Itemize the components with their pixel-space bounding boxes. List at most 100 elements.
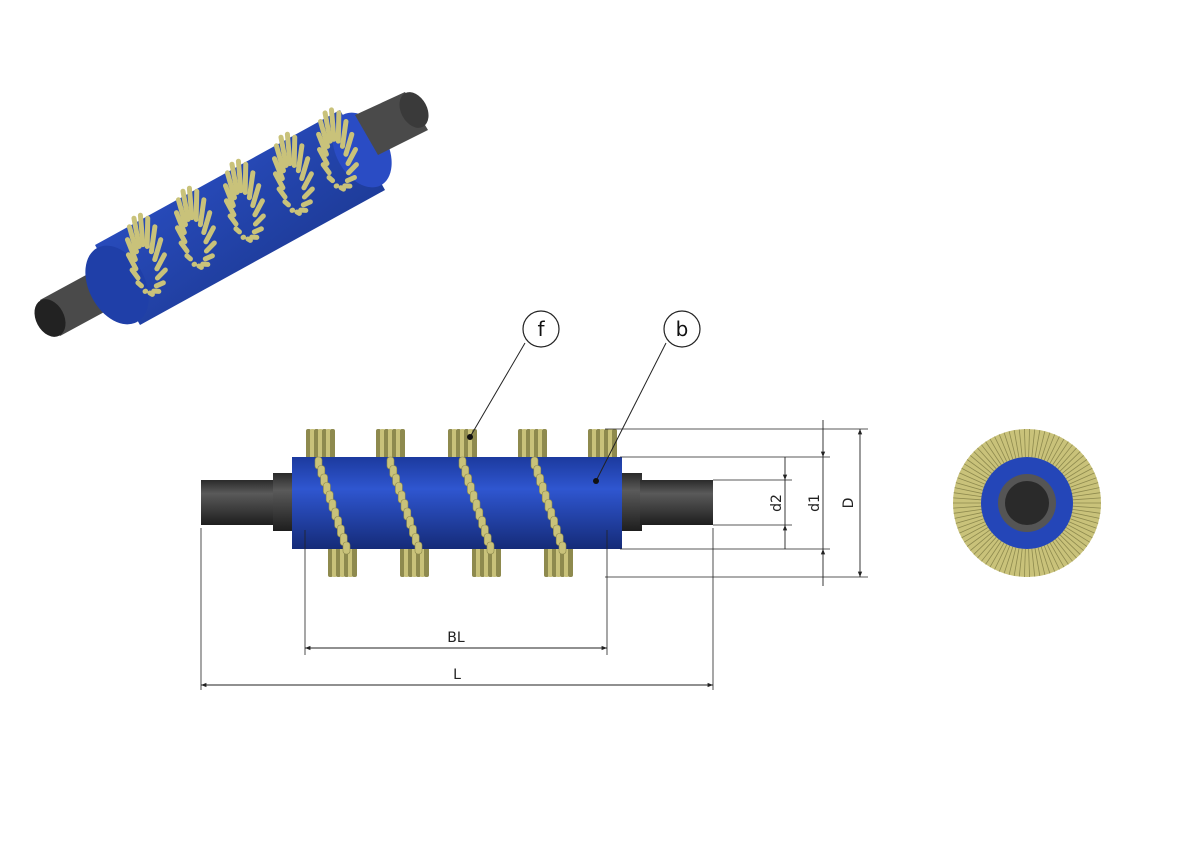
iso-bristle [125, 252, 139, 272]
end-view-ray [989, 438, 1005, 464]
end-view-ray [1040, 546, 1051, 574]
iso-bristle [252, 198, 265, 218]
iso-bristle [335, 110, 342, 144]
iso-bristle [271, 156, 285, 182]
end-view-ray [977, 536, 997, 559]
end-view-ray [1013, 548, 1020, 576]
balloon-f-label: f [537, 317, 545, 341]
side-bristle-bottom [560, 547, 565, 577]
iso-bristle [301, 171, 314, 191]
end-view-ray [1049, 438, 1065, 464]
iso-bristle [223, 198, 237, 218]
side-bristle-bottom [552, 547, 557, 577]
end-view-ray [1072, 509, 1101, 514]
iso-bristle [339, 118, 349, 149]
end-view-ray [1068, 521, 1095, 534]
end-view-ray [1031, 429, 1036, 458]
end-view-ray [1003, 546, 1014, 574]
iso-bristle [242, 161, 249, 195]
side-bristle-top [456, 429, 461, 459]
side-bristle-top [542, 429, 547, 459]
iso-bristle [180, 188, 191, 222]
side-right-collar [620, 473, 642, 531]
side-bristle-helix [414, 541, 423, 555]
side-bristle-top [322, 429, 327, 459]
end-view-shaft [1005, 481, 1049, 525]
side-bristle-top [600, 429, 605, 459]
iso-bristle [291, 134, 298, 168]
end-view-ray [1071, 512, 1100, 519]
side-bristle-bottom [424, 547, 429, 577]
end-view-ray [957, 477, 984, 488]
side-bristle-bottom [548, 547, 553, 577]
end-view-ray [1055, 444, 1073, 467]
iso-bristle [144, 215, 151, 249]
end-view-ray [961, 524, 987, 539]
side-bristle-bottom [484, 547, 489, 577]
iso-core [95, 110, 385, 325]
side-bristle-top [400, 429, 405, 459]
end-view-ray [1068, 472, 1095, 485]
side-bristle-top [526, 429, 531, 459]
end-view-ray [989, 542, 1005, 568]
side-bristle-top [330, 429, 335, 459]
end-view-ray [994, 436, 1008, 462]
end-view-ray [1065, 527, 1090, 543]
iso-bristle [147, 290, 155, 297]
balloon-b [663, 310, 701, 348]
end-view-ray [1067, 524, 1093, 539]
side-bristle-bottom [328, 547, 333, 577]
iso-bristle [201, 210, 213, 236]
end-view-ray [953, 497, 982, 501]
end-view-ray [1057, 536, 1077, 559]
end-view-ray [1018, 429, 1023, 458]
side-bristle-bottom [340, 547, 345, 577]
end-view-ray [966, 529, 991, 547]
side-bristle-top [518, 429, 523, 459]
side-view: f b d2 d1 [200, 310, 868, 690]
iso-bristle [131, 215, 142, 249]
end-view-ray [1043, 545, 1056, 572]
leader-b-dot [593, 478, 599, 484]
end-view-ray [970, 455, 993, 474]
iso-bristle [276, 186, 288, 200]
end-view-ray [959, 521, 986, 534]
end-view-ray [1049, 542, 1065, 568]
side-bristle-top [310, 429, 315, 459]
leader-f [469, 342, 526, 438]
side-bristle-bottom [480, 547, 485, 577]
end-view-ray [954, 512, 983, 519]
end-view-ray [1071, 487, 1100, 494]
end-view-ray [966, 459, 991, 477]
end-view-ray [985, 540, 1002, 565]
side-core [292, 457, 622, 549]
end-view-ray [1003, 432, 1014, 460]
extension-lines [200, 428, 868, 690]
side-bristle-top [538, 429, 543, 459]
end-view-ray [954, 487, 983, 494]
end-view-ray [1018, 548, 1023, 577]
iso-bristle [343, 131, 355, 157]
iso-left-shaft-end [34, 299, 66, 337]
side-bristle-bottom [404, 547, 409, 577]
end-view-ray [1046, 436, 1060, 462]
iso-bristle [174, 225, 188, 245]
end-view-ray [1071, 515, 1099, 524]
dimension-d2-label: d2 [769, 494, 785, 512]
iso-bristle [272, 171, 286, 191]
end-view-ray [1031, 548, 1036, 577]
iso-bristle [322, 110, 333, 144]
iso-bristle [137, 212, 146, 248]
side-bristle-bottom [352, 547, 357, 577]
side-bristle-top [460, 429, 465, 459]
side-bristle-bottom [544, 547, 549, 577]
end-view-ray [1063, 529, 1088, 547]
side-bristle-helix [558, 541, 567, 555]
dimension-L-label: L [453, 667, 461, 683]
side-bristle-bottom [332, 547, 337, 577]
end-view-ray [973, 451, 995, 472]
end-view-ray [953, 509, 982, 514]
end-view-ray [1070, 518, 1097, 529]
side-bristle-bottom [496, 547, 501, 577]
end-view-ray [1072, 497, 1101, 501]
